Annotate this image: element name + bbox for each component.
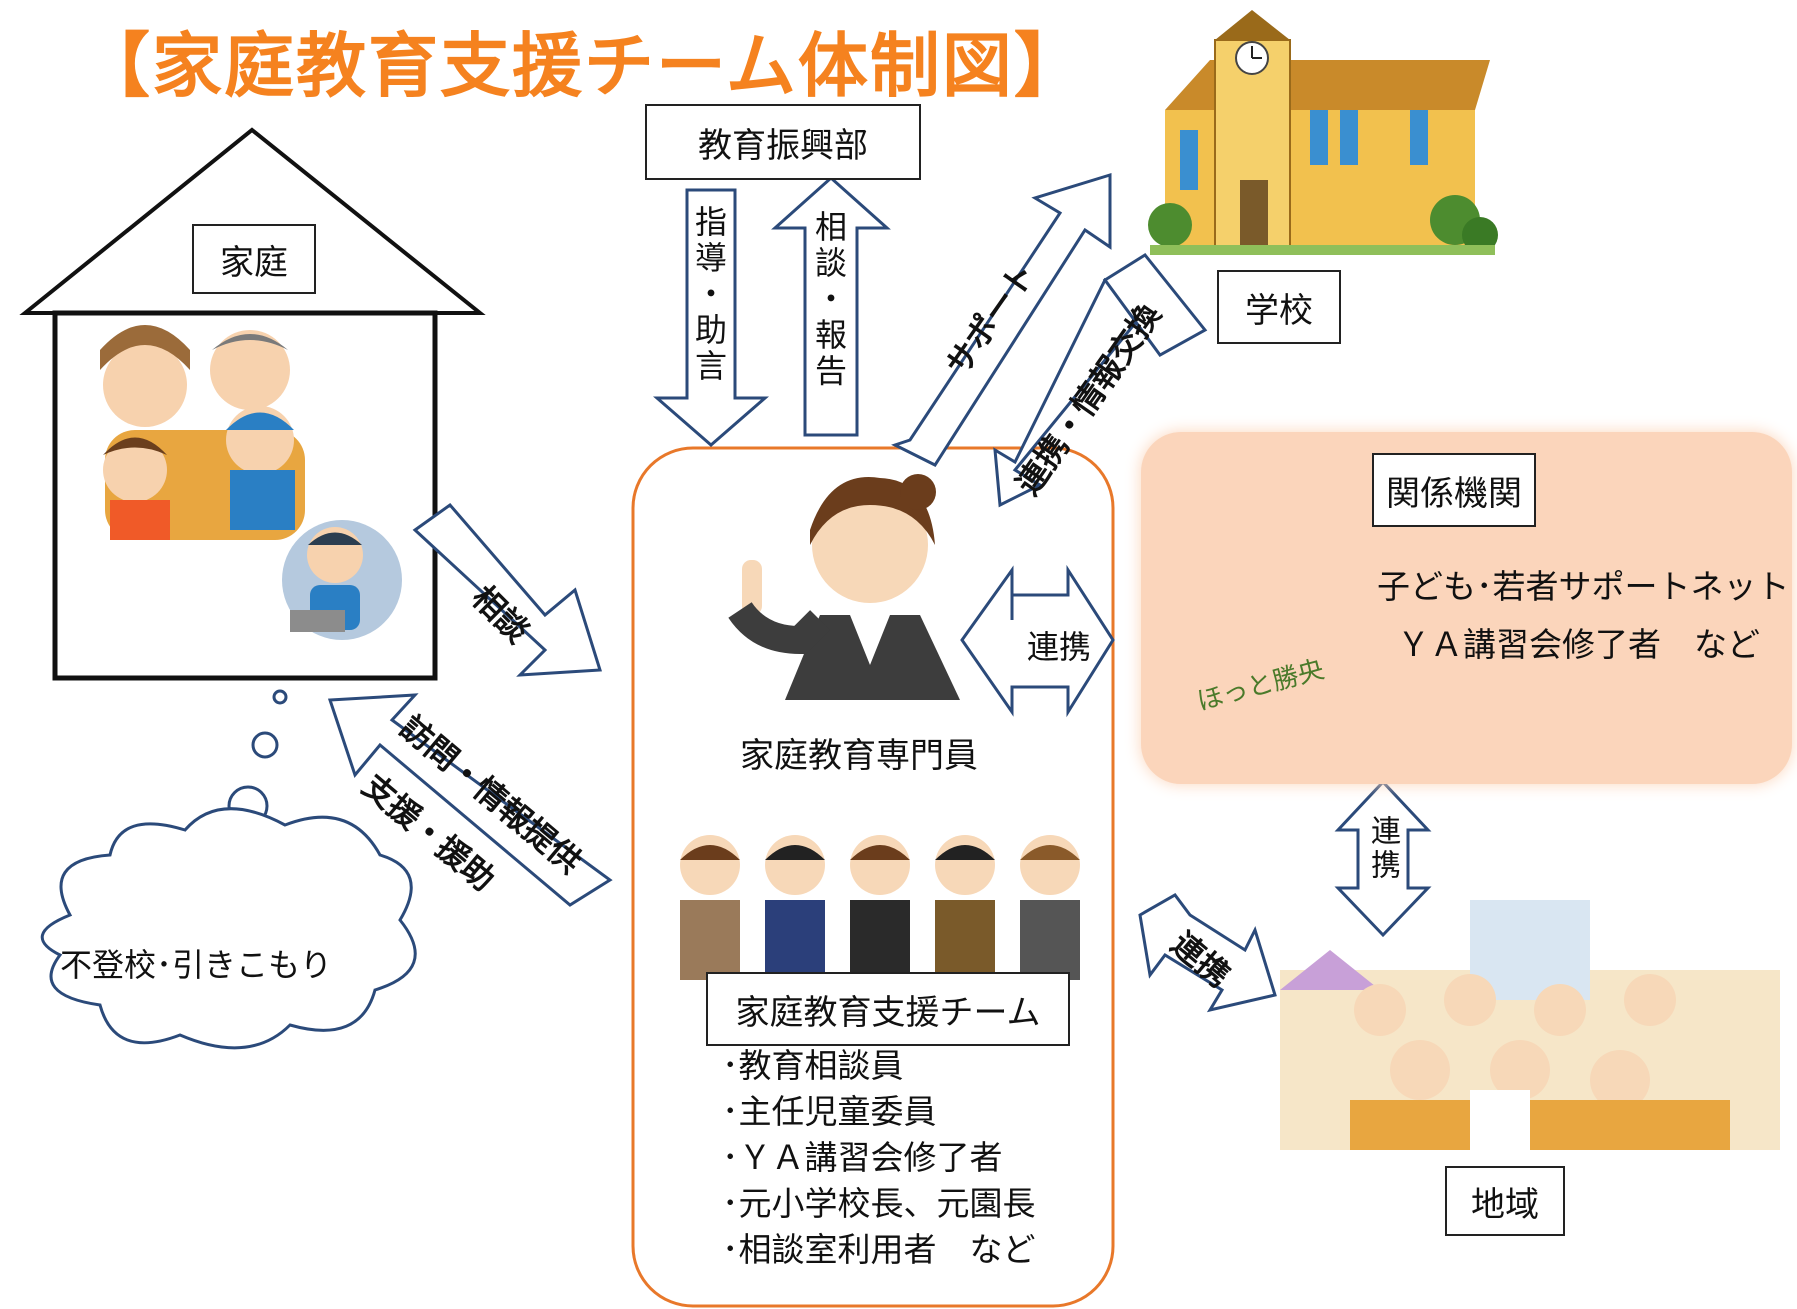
arrow-school-exchange: [993, 277, 1153, 508]
board-box: 教育振興部: [645, 104, 921, 180]
team-member: ･ＹＡ講習会修了者: [722, 1138, 1003, 1177]
team-member: ･教育相談員: [722, 1046, 904, 1085]
family-illustration: [100, 325, 402, 640]
arrow-guidance-down: [652, 188, 770, 447]
agencies-box: 関係機関: [1372, 453, 1536, 527]
team-member-list: ･教育相談員 ･主任児童委員 ･ＹＡ講習会修了者 ･元小学校長、元園長 ･相談室…: [722, 1043, 1036, 1273]
guidance-label: 指導・助言: [690, 205, 728, 385]
community-illustration: [1280, 900, 1780, 1150]
thought-bubble-dots: [227, 689, 288, 827]
agency-link-label: 連携: [1027, 628, 1092, 666]
worry-label: 不登校･引きこもり: [60, 946, 333, 984]
agency-member-1: 子ども･若者サポートネット: [1377, 567, 1790, 606]
arrow-visit: [327, 693, 613, 907]
arrow-agency-community: [1334, 779, 1432, 938]
arrow-support: [891, 172, 1112, 467]
team-member: ･相談室利用者 など: [722, 1230, 1036, 1269]
school-box: 学校: [1217, 270, 1341, 344]
arrow-home-consult: [412, 502, 603, 677]
arrow-consult-up: [771, 175, 891, 437]
specialist-illustration: [728, 474, 960, 700]
arrow-community-link: [1138, 893, 1277, 1013]
community-box: 地域: [1445, 1166, 1565, 1236]
arrow-agency-link: [960, 564, 1115, 718]
team-box: 家庭教育支援チーム: [706, 972, 1070, 1046]
agency-member-2: ＹＡ講習会修了者 など: [1397, 625, 1760, 664]
agency-community-label: 連携: [1365, 815, 1400, 883]
team-frame: [631, 446, 1115, 1308]
consult-report-label: 相談・報告: [810, 210, 848, 390]
worry-cloud: [40, 807, 417, 1050]
team-member: ･元小学校長、元園長: [722, 1184, 1036, 1223]
home-box: 家庭: [192, 224, 316, 294]
specialist-label: 家庭教育専門員: [740, 736, 978, 776]
school-icon: [1148, 10, 1498, 255]
team-member: ･主任児童委員: [722, 1092, 937, 1131]
team-people-illustration: [680, 835, 1080, 980]
page-title: 【家庭教育支援チーム体制図】: [80, 25, 1086, 107]
